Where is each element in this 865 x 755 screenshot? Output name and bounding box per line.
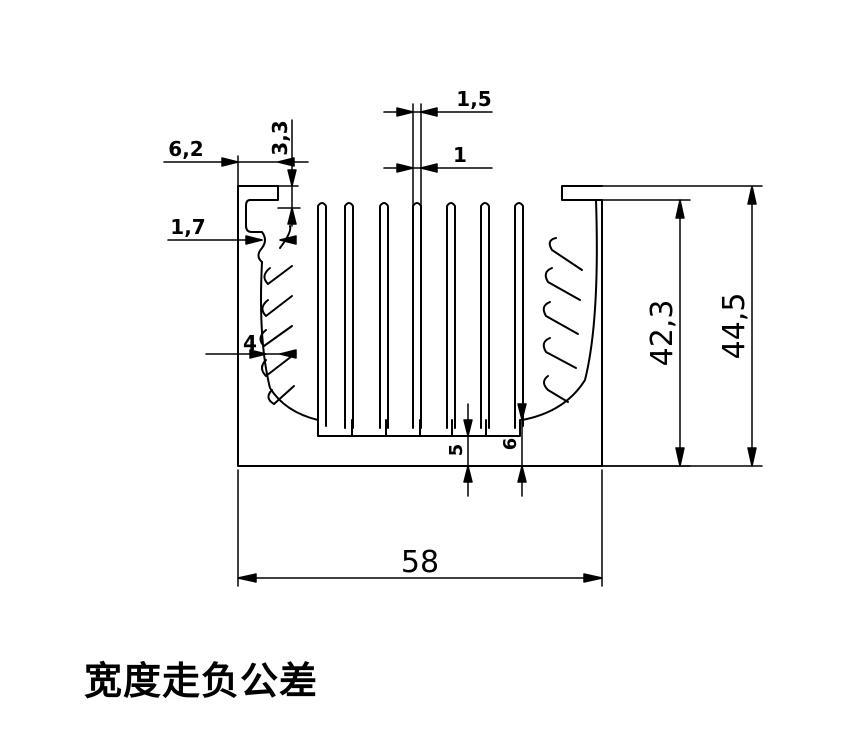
label-fin-thickness: 1: [453, 143, 467, 167]
dim-lip-thickness: [167, 235, 297, 245]
right-bowl-wall: [521, 199, 598, 421]
label-base-5: 5: [446, 444, 467, 457]
dim-total-height: [601, 185, 763, 467]
left-side-fins: [259, 265, 295, 405]
dim-fin-gap: [383, 103, 493, 207]
dim-overall-width: [237, 469, 603, 587]
left-bowl-wall: [260, 261, 319, 421]
label-fin-height: 42,3: [645, 300, 680, 367]
dim-fin-thickness: [383, 163, 493, 173]
label-groove-depth: 3,3: [268, 120, 292, 155]
label-side-wall: 4: [243, 331, 257, 355]
tolerance-note: 宽度走负公差: [84, 659, 319, 703]
dim-groove-depth: [271, 119, 301, 227]
label-fin-gap: 1,5: [456, 87, 491, 111]
label-overall-width: 58: [401, 545, 439, 580]
label-base-6: 6: [500, 438, 521, 451]
center-fins: [317, 202, 524, 429]
label-lip-thickness: 1,7: [170, 215, 205, 239]
left-bowl-inner: [279, 225, 292, 249]
label-total-height: 44,5: [717, 293, 752, 360]
label-groove-width: 6,2: [168, 137, 203, 161]
left-lip: [245, 185, 279, 263]
dim-side-wall: [205, 349, 297, 359]
dim-base-6: [517, 403, 527, 497]
dim-groove-width: [163, 155, 309, 187]
right-side-fins: [542, 237, 583, 403]
dim-base-5: [463, 403, 473, 497]
